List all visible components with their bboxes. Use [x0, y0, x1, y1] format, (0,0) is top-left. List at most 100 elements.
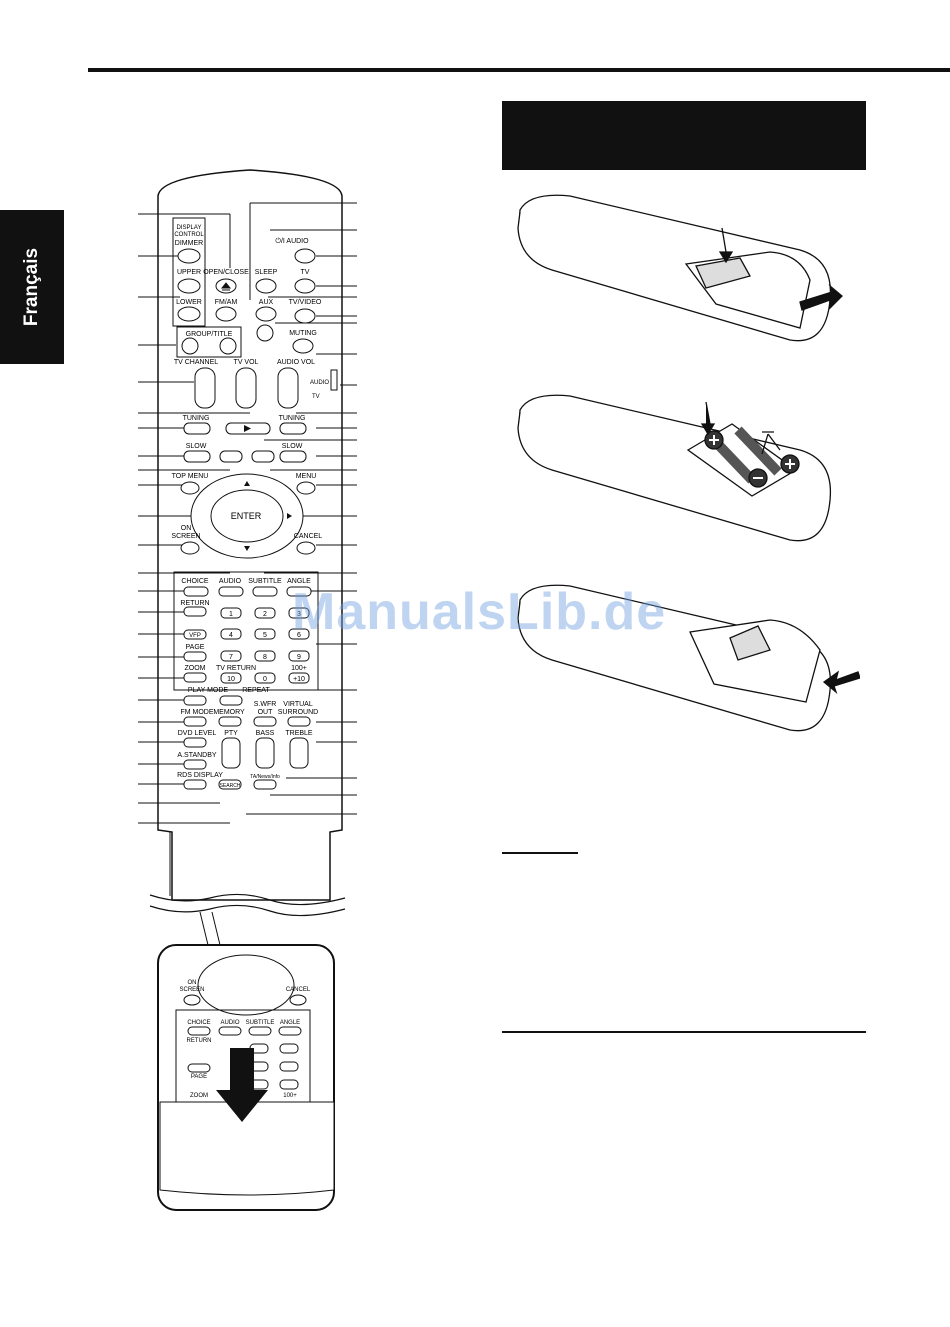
repeat-button[interactable] [219, 695, 243, 706]
fm-mode-button[interactable] [183, 716, 207, 727]
svg-text:TV: TV [301, 269, 310, 276]
digit-8-button[interactable]: 8 [254, 650, 276, 662]
aux-button[interactable]: AUX [255, 299, 277, 322]
digit-4-button[interactable]: 4 [220, 628, 242, 640]
muting-button[interactable]: MUTING [289, 330, 317, 354]
fm-mode-label: FM MODE [180, 709, 213, 716]
fm-am-button[interactable]: FM/AM [215, 299, 238, 322]
memory-button[interactable] [218, 716, 242, 727]
switch-tv-label: TV [312, 394, 320, 400]
svg-text:CANCEL: CANCEL [286, 987, 311, 993]
top-menu-button[interactable]: TOP MENU [172, 473, 209, 495]
top-rule [88, 68, 950, 72]
plus-ten-button[interactable]: +10 [288, 672, 310, 684]
upper-button[interactable]: UPPER [177, 269, 201, 294]
svg-text:RETURN: RETURN [187, 1038, 212, 1044]
svg-text:CHOICE: CHOICE [181, 578, 209, 585]
svg-text:0: 0 [263, 676, 267, 683]
pause-button[interactable] [251, 450, 275, 463]
dimmer-button[interactable]: DIMMER [175, 240, 203, 264]
svg-text:+10: +10 [293, 676, 305, 683]
svg-text:1: 1 [229, 611, 233, 618]
svg-text:ANGLE: ANGLE [287, 578, 311, 585]
dvd-level-label: DVD LEVEL [178, 730, 217, 737]
vfp-button[interactable]: VFP [183, 629, 207, 640]
tv-power-button[interactable]: TV [294, 269, 316, 294]
zoom-button[interactable] [183, 672, 207, 683]
lower-button[interactable]: LOWER [176, 299, 202, 322]
dvd-level-button[interactable] [183, 737, 207, 748]
audio-tv-switch[interactable] [330, 369, 338, 391]
watermark: ManualsLib.de [292, 583, 667, 641]
digit-0-button[interactable]: 0 [254, 672, 276, 684]
group-title-prev-button[interactable] [181, 337, 199, 355]
return-button[interactable] [183, 606, 207, 617]
rewind-button[interactable] [183, 450, 211, 463]
enter-button[interactable]: ENTER [231, 511, 262, 521]
on-screen-button[interactable]: ON SCREEN [171, 525, 201, 555]
menu-button[interactable]: MENU [296, 473, 317, 495]
svg-text:CANCEL: CANCEL [294, 533, 323, 540]
svg-text:SLEEP: SLEEP [255, 269, 278, 276]
svg-text:TV/VIDEO: TV/VIDEO [289, 299, 322, 306]
treble-label: TREBLE [285, 730, 313, 737]
arrow-icon [718, 227, 734, 264]
virtual-surround-button[interactable] [287, 716, 311, 727]
power-audio-button[interactable]: ⏻/I AUDIO [275, 237, 316, 264]
page-label: PAGE [186, 644, 205, 651]
audio-vol-rocker[interactable] [277, 367, 299, 409]
next-button[interactable] [279, 422, 307, 435]
ten-button[interactable]: 10 [220, 672, 242, 684]
tv-channel-label: TV CHANNEL [174, 359, 218, 366]
digit-9-button[interactable]: 9 [288, 650, 310, 662]
choice-button[interactable]: CHOICE [181, 578, 209, 597]
digit-5-button[interactable]: 5 [254, 628, 276, 640]
page-button[interactable] [183, 651, 207, 662]
rds-display-button[interactable] [183, 779, 207, 790]
treble-rocker[interactable] [289, 737, 309, 769]
s-wfr-out-button[interactable] [253, 716, 277, 727]
fast-forward-button[interactable] [279, 450, 307, 463]
digit-6-button[interactable]: 6 [288, 628, 310, 640]
play-mode-label: PLAY MODE [188, 687, 229, 694]
tv-vol-label: TV VOL [234, 359, 259, 366]
play-icon [244, 425, 251, 432]
tv-channel-rocker[interactable] [194, 367, 216, 409]
a-standby-label: A.STANDBY [177, 752, 216, 759]
digit-1-button[interactable]: 1 [220, 607, 242, 619]
digit-2-button[interactable]: 2 [254, 607, 276, 619]
svg-text:CONTROL: CONTROL [174, 232, 204, 238]
digit-3-button[interactable]: 3 [288, 607, 310, 619]
svg-text:3: 3 [297, 611, 301, 618]
open-close-button[interactable]: OPEN/CLOSE [203, 269, 249, 294]
pty-rocker[interactable] [221, 737, 241, 769]
group-title-next-button[interactable] [219, 337, 237, 355]
arrow-icon [700, 401, 716, 436]
stop-button[interactable] [219, 450, 243, 463]
svg-text:DIMMER: DIMMER [175, 240, 203, 247]
cancel-button[interactable]: CANCEL [294, 533, 323, 555]
search-label: SEARCH [220, 783, 241, 789]
search-button[interactable] [218, 779, 242, 790]
slide-down-arrow-icon [216, 1048, 268, 1122]
svg-text:7: 7 [229, 654, 233, 661]
a-standby-button[interactable] [183, 759, 207, 770]
svg-text:SCREEN: SCREEN [179, 987, 204, 993]
s-wfr-out-label: S.WFR [254, 701, 277, 708]
tv-video-button[interactable]: TV/VIDEO [289, 299, 322, 324]
svg-text:AUDIO: AUDIO [220, 1020, 239, 1026]
hundred-plus-label: 100+ [291, 665, 307, 672]
bass-rocker[interactable] [255, 737, 275, 769]
rds-display-label: RDS DISPLAY [177, 772, 223, 779]
previous-button[interactable] [183, 422, 211, 435]
tv-vol-rocker[interactable] [235, 367, 257, 409]
news-info-button[interactable] [253, 779, 277, 790]
sleep-button[interactable]: SLEEP [255, 269, 278, 294]
audio-button[interactable]: AUDIO [218, 578, 244, 597]
svg-text:SURROUND: SURROUND [278, 709, 318, 716]
svg-text:PAGE: PAGE [191, 1074, 207, 1080]
play-mode-button[interactable] [183, 695, 207, 706]
subtitle-button[interactable]: SUBTITLE [248, 578, 282, 597]
angle-button[interactable]: ANGLE [286, 578, 312, 597]
digit-7-button[interactable]: 7 [220, 650, 242, 662]
